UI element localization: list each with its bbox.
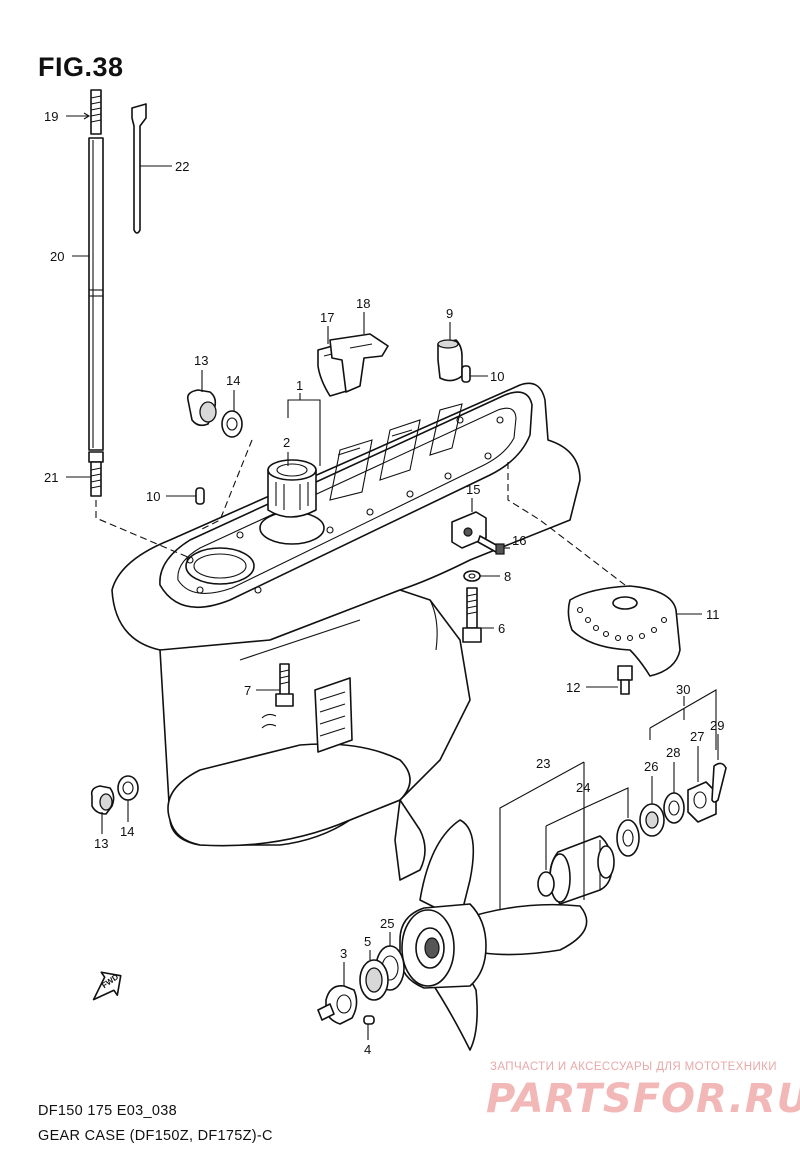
callout-3: 3	[340, 946, 347, 961]
callout-20: 20	[50, 249, 64, 264]
propeller	[399, 819, 588, 1051]
callout-26: 26	[644, 759, 658, 774]
callout-11: 11	[706, 607, 720, 622]
callout-5: 5	[364, 934, 371, 949]
stopper-3	[317, 984, 358, 1025]
grommet-lower	[90, 785, 115, 815]
callout-16: 16	[512, 533, 526, 548]
watermark-tagline: ЗАПЧАСТИ И АКСЕССУАРЫ ДЛЯ МОТОТЕХНИКИ	[490, 1061, 777, 1073]
shift-rod	[131, 103, 147, 234]
washer-lower	[117, 775, 139, 801]
shaft-bottom-stud	[88, 451, 104, 497]
shaft-top-bolt	[90, 89, 102, 135]
grommet-upper	[186, 389, 217, 427]
callout-9: 9	[446, 306, 453, 321]
washer-8	[463, 570, 481, 582]
figure-description: GEAR CASE (DF150Z, DF175Z)-C	[38, 1128, 273, 1144]
callout-23: 23	[536, 756, 550, 771]
spacer-28	[663, 792, 685, 824]
callout-14-upper: 14	[226, 373, 240, 388]
model-code: DF150 175 E03_038	[38, 1103, 177, 1119]
pin-4	[363, 1015, 375, 1025]
thrust-washer-front	[616, 819, 640, 857]
dowel-pin-left	[195, 487, 205, 505]
drive-shaft	[88, 137, 104, 451]
gear-case-housing	[111, 382, 581, 881]
leader-lines	[66, 112, 719, 1040]
callout-22: 22	[175, 159, 189, 174]
callout-13-lower: 13	[94, 836, 108, 851]
figure-title: FIG.38	[38, 52, 124, 82]
trim-tab-anode	[567, 585, 681, 677]
bolt-6	[462, 587, 482, 643]
callout-27: 27	[690, 729, 704, 744]
callout-15: 15	[466, 482, 480, 497]
callout-13-upper: 13	[194, 353, 208, 368]
callout-8: 8	[504, 569, 511, 584]
callout-10-right: 10	[490, 369, 504, 384]
cap-9	[437, 339, 463, 382]
callout-2: 2	[283, 435, 290, 450]
callout-14-lower: 14	[120, 824, 134, 839]
dowel-pin-right	[461, 365, 471, 383]
callout-7: 7	[244, 683, 251, 698]
small-spacer-24	[537, 871, 555, 897]
washer-26	[639, 803, 665, 837]
callout-29: 29	[710, 718, 724, 733]
clip-18	[329, 333, 389, 393]
bolt-16	[477, 535, 505, 555]
bolt-7	[275, 663, 294, 707]
watermark-logo: PARTSFOR.RU	[486, 1076, 800, 1122]
callout-21: 21	[44, 470, 58, 485]
callout-28: 28	[666, 745, 680, 760]
callout-10-left: 10	[146, 489, 160, 504]
cotter-pin-29	[711, 762, 727, 803]
callout-24: 24	[576, 780, 590, 795]
callout-19: 19	[44, 109, 58, 124]
prop-bushing	[549, 835, 615, 905]
callout-4: 4	[364, 1042, 371, 1057]
callout-25: 25	[380, 916, 394, 931]
washer-upper	[221, 410, 243, 438]
bolt-12	[617, 665, 633, 695]
fwd-arrow	[92, 971, 122, 1001]
callout-6: 6	[498, 621, 505, 636]
callout-1: 1	[296, 378, 303, 393]
callout-12: 12	[566, 680, 580, 695]
callout-18: 18	[356, 296, 370, 311]
callout-30: 30	[676, 682, 690, 697]
callout-17: 17	[320, 310, 334, 325]
dashed-connectors	[95, 439, 626, 586]
spacer-5	[359, 959, 389, 1001]
mounting-block	[451, 511, 487, 549]
callout-labels: 19 20 21 22 1 2 13 14 10 17 18 9 10 15 1…	[44, 109, 724, 1057]
castle-nut-27	[687, 781, 717, 823]
